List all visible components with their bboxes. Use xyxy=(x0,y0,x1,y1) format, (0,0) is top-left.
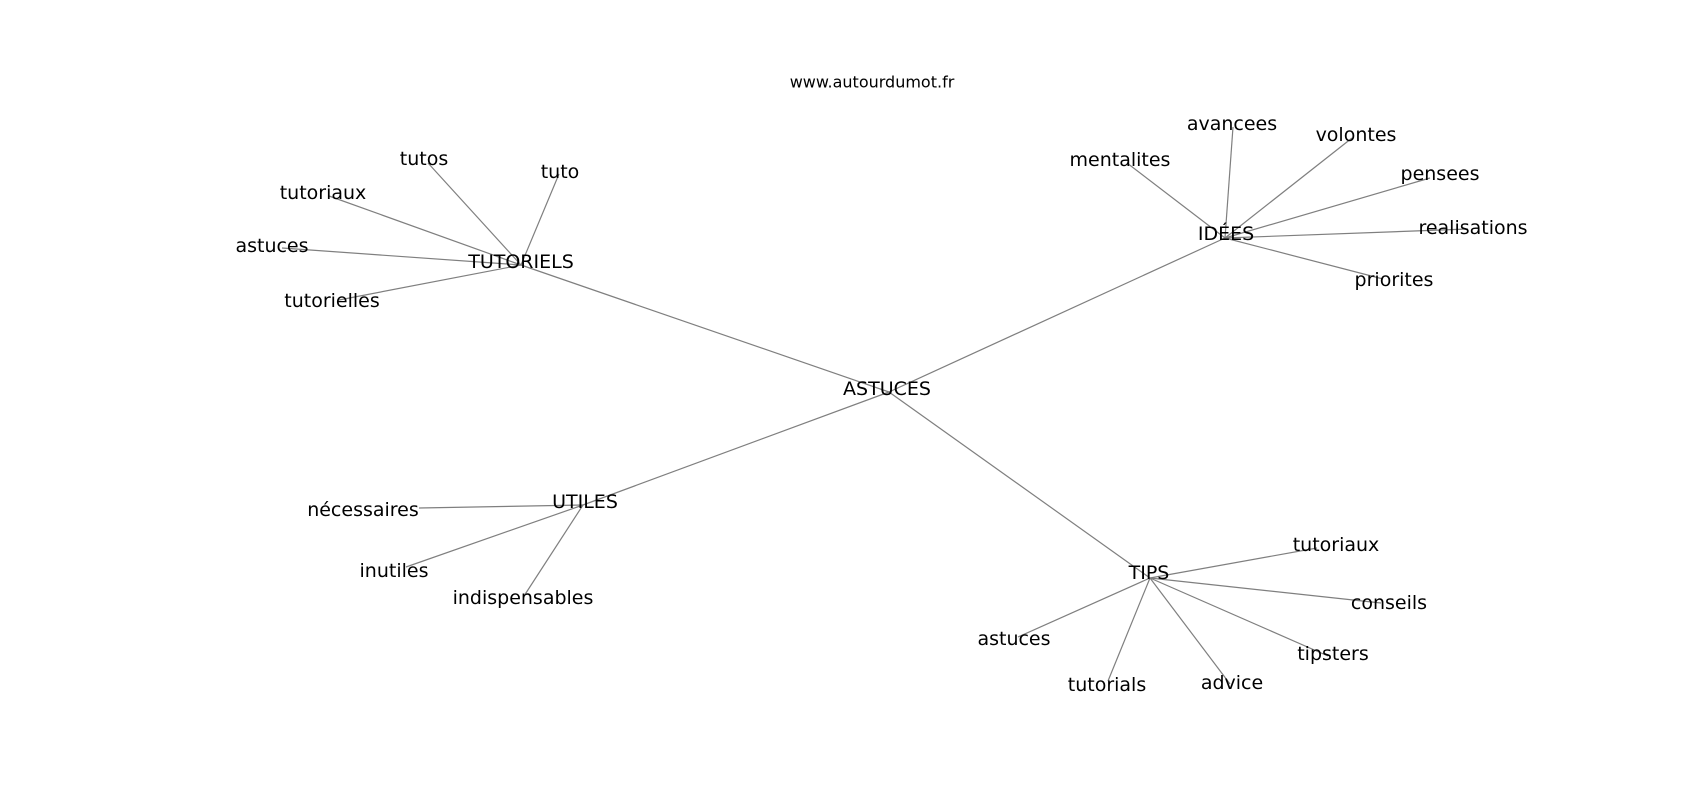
edge-idees-to-leaf-1 xyxy=(1224,137,1353,239)
leaf-node-tips-2: tipsters xyxy=(1297,643,1369,665)
edge-idees-to-leaf-3 xyxy=(1224,177,1431,239)
branch-node-utiles: UTILES xyxy=(552,491,618,513)
edge-idees-to-leaf-0 xyxy=(1224,126,1234,239)
leaf-node-tutoriels-1: tuto xyxy=(541,161,580,183)
edge-tutoriels-to-leaf-1 xyxy=(520,173,560,266)
edge-utiles-to-leaf-2 xyxy=(523,504,584,597)
leaf-node-idees-0: avancees xyxy=(1187,113,1277,135)
branch-node-idees: IDÉES xyxy=(1198,222,1254,245)
leaf-node-tips-0: tutoriaux xyxy=(1293,534,1380,556)
leaf-node-idees-2: mentalites xyxy=(1070,149,1171,171)
branch-node-tutoriels: TUTORIELS xyxy=(467,251,574,273)
leaf-node-idees-5: priorites xyxy=(1355,269,1434,291)
edge-tips-to-leaf-3 xyxy=(1149,577,1231,685)
leaf-node-tutoriels-2: tutoriaux xyxy=(280,182,367,204)
leaf-node-tutoriels-4: tutorielles xyxy=(284,290,380,312)
edge-idees-to-leaf-5 xyxy=(1224,237,1384,280)
leaf-node-idees-3: pensees xyxy=(1401,163,1480,185)
leaf-node-tips-1: conseils xyxy=(1351,592,1427,614)
leaf-node-tips-3: advice xyxy=(1201,672,1263,694)
leaf-node-utiles-0: nécessaires xyxy=(307,499,419,521)
edge-idees-to-leaf-2 xyxy=(1126,162,1226,239)
source-url: www.autourdumot.fr xyxy=(790,73,955,92)
edge-root-to-tutoriels xyxy=(520,264,890,393)
edge-utiles-to-leaf-0 xyxy=(418,504,584,509)
edge-tutoriels-to-leaf-4 xyxy=(338,264,522,301)
edge-tips-to-leaf-4 xyxy=(1107,577,1151,682)
leaf-node-idees-4: realisations xyxy=(1418,217,1527,239)
leaf-node-tips-4: tutorials xyxy=(1068,674,1146,696)
edge-tips-to-leaf-1 xyxy=(1149,577,1382,604)
leaf-node-idees-1: volontes xyxy=(1316,124,1397,146)
branch-node-tips: TIPS xyxy=(1128,562,1170,584)
edge-idees-to-leaf-4 xyxy=(1224,228,1469,239)
edge-root-to-utiles xyxy=(582,391,890,506)
edge-root-to-tips xyxy=(888,391,1151,579)
edge-root-to-idees xyxy=(888,237,1226,393)
edge-utiles-to-leaf-1 xyxy=(405,504,584,568)
edge-tips-to-leaf-2 xyxy=(1149,577,1329,657)
edge-tips-to-leaf-0 xyxy=(1149,547,1318,579)
edges-layer xyxy=(281,126,1469,685)
leaf-node-tutoriels-0: tutos xyxy=(400,148,448,170)
edge-tutoriels-to-leaf-2 xyxy=(328,195,522,266)
leaf-node-utiles-2: indispensables xyxy=(453,587,594,609)
leaf-node-tips-5: astuces xyxy=(977,628,1050,650)
labels-layer: www.autourdumot.fr ASTUCES TUTORIELS tutos… xyxy=(235,73,1527,697)
leaf-node-utiles-1: inutiles xyxy=(360,560,429,582)
edge-tips-to-leaf-5 xyxy=(1017,577,1151,638)
edge-tutoriels-to-leaf-0 xyxy=(427,162,522,266)
root-node-label: ASTUCES xyxy=(843,378,931,400)
leaf-node-tutoriels-3: astuces xyxy=(235,235,308,257)
edge-tutoriels-to-leaf-3 xyxy=(281,247,522,266)
